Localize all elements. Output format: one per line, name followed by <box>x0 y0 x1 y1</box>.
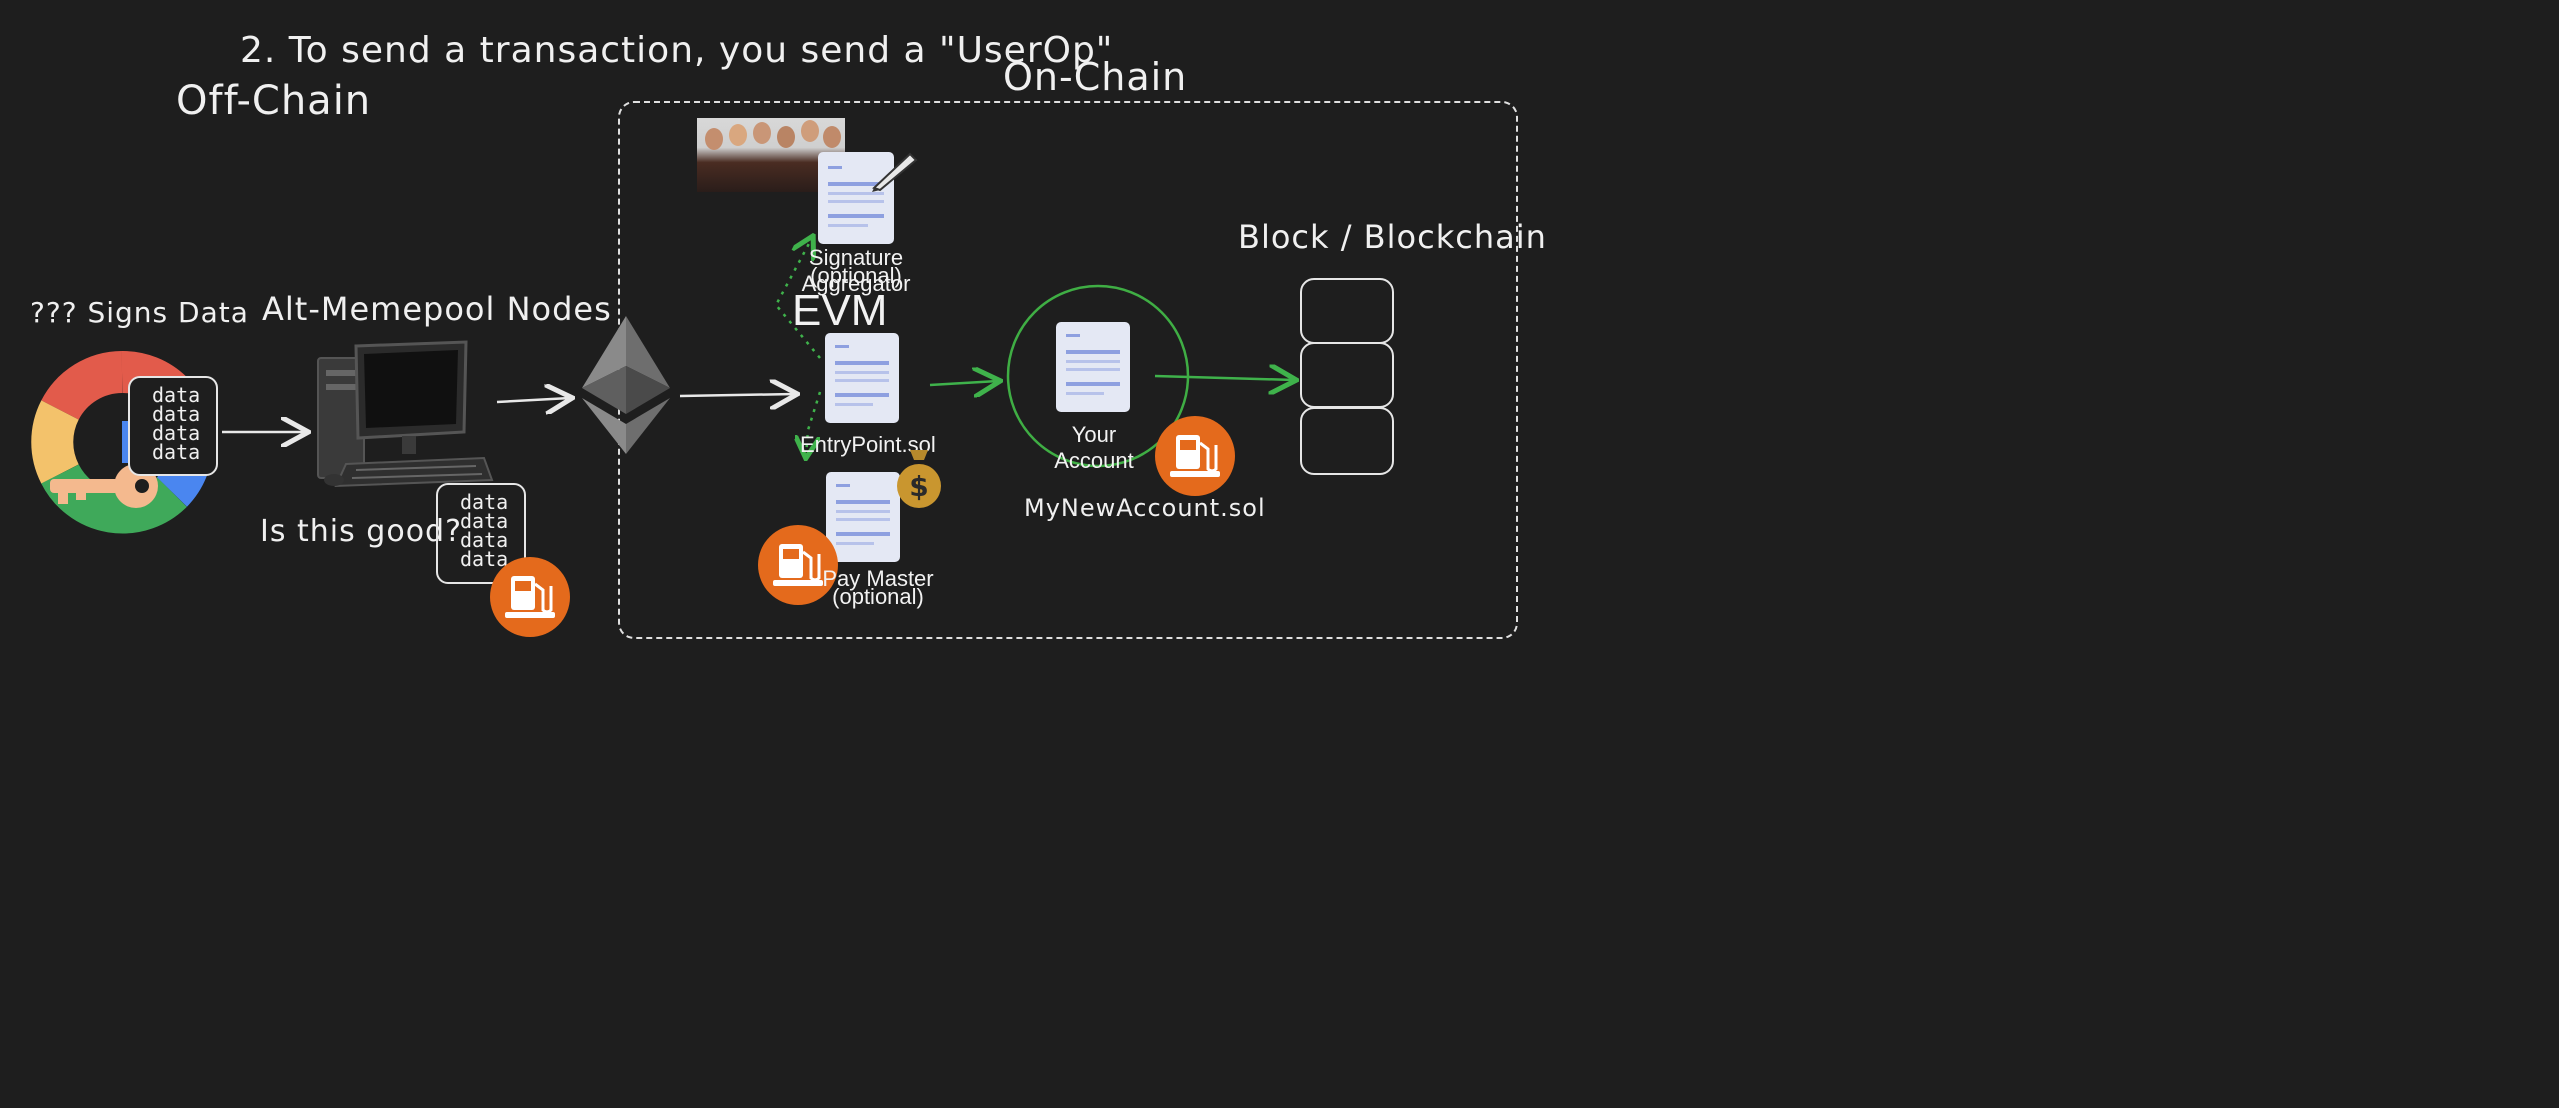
gas-pump-icon <box>1155 416 1235 496</box>
pen-icon <box>872 152 918 192</box>
diagram-title: 2. To send a transaction, you send a "Us… <box>240 30 1114 71</box>
data-line: data <box>460 528 509 552</box>
account-document-icon <box>1056 322 1130 412</box>
arrow-nodes-to-evm <box>496 398 570 402</box>
data-line: data <box>460 547 509 571</box>
desktop-computer-icon <box>317 340 494 488</box>
paymaster-name: Pay Master <box>822 566 934 591</box>
data-line: data <box>152 421 201 445</box>
aggregator-name: Signature Aggregator <box>801 245 911 296</box>
data-line: data <box>152 440 201 464</box>
arrow-entrypoint-to-account <box>929 381 998 385</box>
on-chain-heading: On-Chain <box>1003 55 1188 99</box>
blockchain-block <box>1300 407 1394 475</box>
memepool-question: Is this good? <box>260 514 463 549</box>
data-line: data <box>152 383 201 407</box>
evm-label: EVM <box>792 286 888 335</box>
memepool-label: Alt-Memepool Nodes <box>262 290 612 328</box>
money-bag-icon: $ <box>897 450 941 508</box>
ethereum-icon <box>582 316 670 454</box>
blockchain-label: Block / Blockchain <box>1238 218 1547 256</box>
gas-pump-icon <box>758 525 838 605</box>
gas-pump-icon <box>490 557 570 637</box>
blockchain-block <box>1300 342 1394 408</box>
data-line: data <box>460 509 509 533</box>
aggregator-document-icon <box>818 152 894 244</box>
blockchain-block <box>1300 278 1394 344</box>
paymaster-note: (optional) <box>832 584 924 609</box>
off-chain-heading: Off-Chain <box>176 78 372 124</box>
arrow-account-to-blockchain <box>1154 376 1294 380</box>
arrow-evm-to-entrypoint <box>679 394 795 396</box>
paymaster-document-icon <box>826 472 900 562</box>
account-name: Your Account <box>1054 422 1134 473</box>
account-file-label: MyNewAccount.sol <box>1024 494 1266 522</box>
data-line: data <box>152 402 201 426</box>
arrow-entrypoint-to-aggregator <box>774 238 821 359</box>
signer-data-box: data data data data <box>128 376 218 476</box>
account-ring <box>1006 284 1190 468</box>
svg-text:$: $ <box>909 470 928 503</box>
signer-label: ??? Signs Data <box>30 296 249 329</box>
data-line: data <box>460 490 509 514</box>
entrypoint-document-icon <box>825 333 899 423</box>
memepool-data-box: data data data data <box>436 483 526 584</box>
aggregator-note: (optional) <box>810 263 902 288</box>
